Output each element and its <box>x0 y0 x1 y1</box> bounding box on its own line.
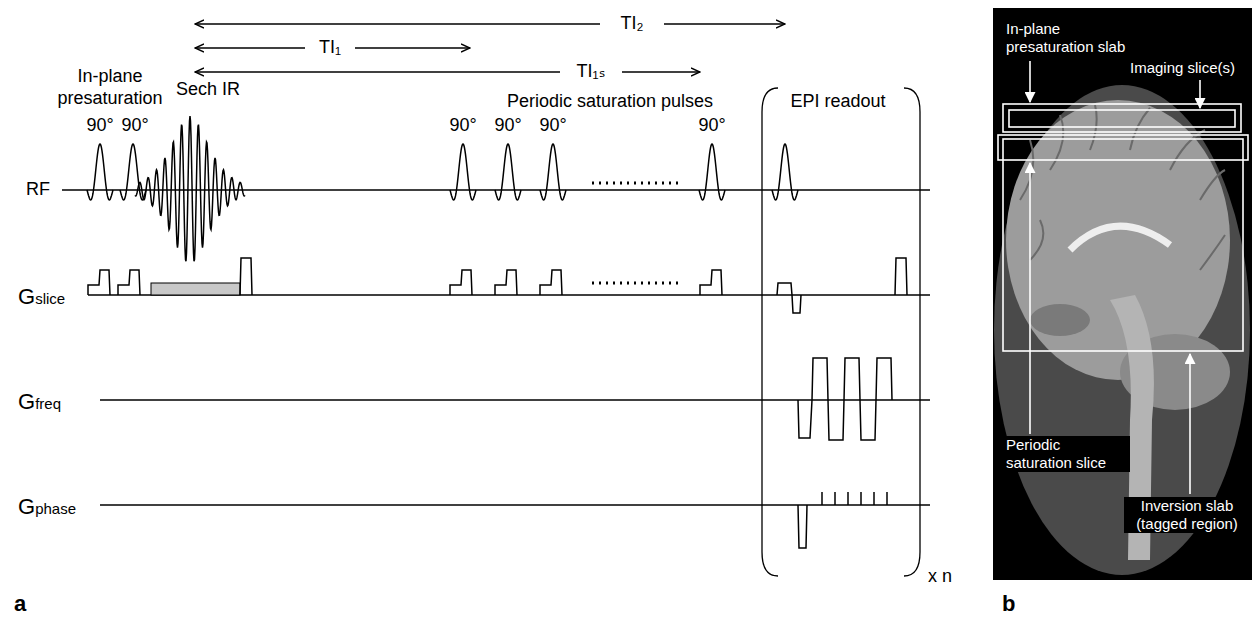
rf-pulse <box>772 144 798 200</box>
panel-letter: b <box>1002 591 1015 617</box>
gradient-lobe <box>895 258 907 295</box>
gradient-lobe <box>798 358 892 440</box>
gyri-lines <box>1020 105 1225 270</box>
ti1-arrow-right <box>355 47 470 48</box>
brain-image <box>994 85 1250 575</box>
left-bracket <box>762 88 778 576</box>
repeat-brackets <box>762 88 920 576</box>
imaging-slice-box <box>1009 110 1235 127</box>
panel-letter: a <box>14 591 26 617</box>
gphase-baseline <box>100 504 930 506</box>
rf-pulse <box>540 144 566 200</box>
gradient-lobe <box>118 270 140 295</box>
presaturation-slab-box <box>1003 104 1241 132</box>
repeat-count: x n <box>928 566 952 588</box>
ellipsis-dots <box>592 183 682 283</box>
flip-angle: 90° <box>698 115 725 137</box>
slab-label: In-plane presaturation slab <box>1004 20 1143 56</box>
presat-leader <box>1029 61 1031 102</box>
baselines <box>62 190 930 505</box>
mri-panel-background <box>993 8 1252 580</box>
head-outline <box>994 85 1250 575</box>
rf-pulse <box>135 116 245 261</box>
imaging-leader <box>1199 80 1201 108</box>
rf-pulse <box>450 144 476 200</box>
flip-angle: 90° <box>86 115 113 137</box>
flip-angle: 90° <box>449 115 476 137</box>
channel-name: RF <box>26 179 50 201</box>
spoiler-gradient-shade <box>151 283 240 295</box>
slab-label: Inversion slab (tagged region) <box>1124 497 1250 533</box>
inversion-leader <box>1189 354 1191 494</box>
ti-arrows <box>195 24 785 72</box>
inversion-slab-box <box>1003 139 1243 351</box>
ti1-arrow-left <box>195 47 305 48</box>
ti1s-arrow-right <box>622 71 700 72</box>
gradient-lobe <box>847 492 849 505</box>
gradient-lobe <box>450 270 472 295</box>
pulse-label: Sech IR <box>176 79 240 101</box>
gradient-lobe <box>798 505 807 548</box>
orbit-region <box>1030 304 1090 336</box>
interval-label: TI₁ₛ <box>577 61 606 83</box>
rf-pulse <box>87 144 113 200</box>
interval-label: TI₂ <box>621 13 644 35</box>
gradient-lobe <box>540 270 562 295</box>
gradient-lobe <box>834 492 836 505</box>
gslice-dots <box>592 282 682 285</box>
flip-angle: 90° <box>121 115 148 137</box>
flip-angle: 90° <box>539 115 566 137</box>
pulse-group-label: Periodic saturation pulses <box>507 91 713 113</box>
channel-name: Gslice <box>18 284 65 310</box>
leader-arrows <box>1030 61 1200 494</box>
ti1s-arrow-left <box>195 71 560 72</box>
gradient-waveforms <box>88 258 907 548</box>
slab-outlines <box>998 104 1248 351</box>
rf-dots <box>592 182 682 185</box>
gradient-lobe <box>873 492 875 505</box>
gradient-lobe <box>700 270 722 295</box>
ti2-arrow-right <box>664 23 785 24</box>
gradient-lobe <box>495 270 517 295</box>
gradient-lobe <box>88 270 110 295</box>
rf-pulse <box>495 144 521 200</box>
pulse-group-label: In-plane presaturation <box>46 66 174 109</box>
slab-label: Periodic saturation slice <box>1004 436 1130 472</box>
ti2-arrow-left <box>195 23 600 24</box>
rf-pulse <box>699 144 725 200</box>
corpus-callosum <box>1070 226 1170 250</box>
slab-label: Imaging slice(s) <box>1128 59 1237 77</box>
channel-name: Gfreq <box>18 389 61 415</box>
interval-label: TI₁ <box>319 37 341 59</box>
gradient-lobe <box>777 283 801 313</box>
gradient-lobe <box>886 492 888 505</box>
gradient-lobe <box>860 492 862 505</box>
rf-pulses <box>87 116 798 261</box>
flip-angle: 90° <box>494 115 521 137</box>
periodic-leader <box>1029 163 1031 434</box>
right-bracket <box>904 88 920 576</box>
channel-name: Gphase <box>18 494 76 520</box>
gradient-lobe <box>821 492 823 505</box>
gfreq-baseline <box>100 399 930 401</box>
readout-label: EPI readout <box>790 91 885 113</box>
gradient-lobe <box>240 258 252 295</box>
